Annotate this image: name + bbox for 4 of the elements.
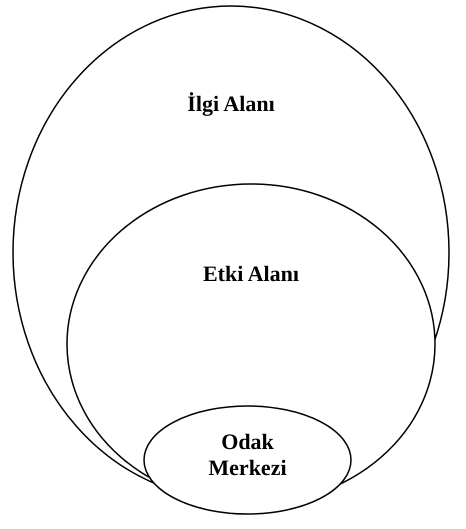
region-label: Etki Alanı — [203, 261, 299, 287]
region-label: İlgi Alanı — [187, 91, 275, 117]
ellipse-region — [143, 405, 352, 515]
region-label: Odak Merkezi — [207, 429, 288, 481]
